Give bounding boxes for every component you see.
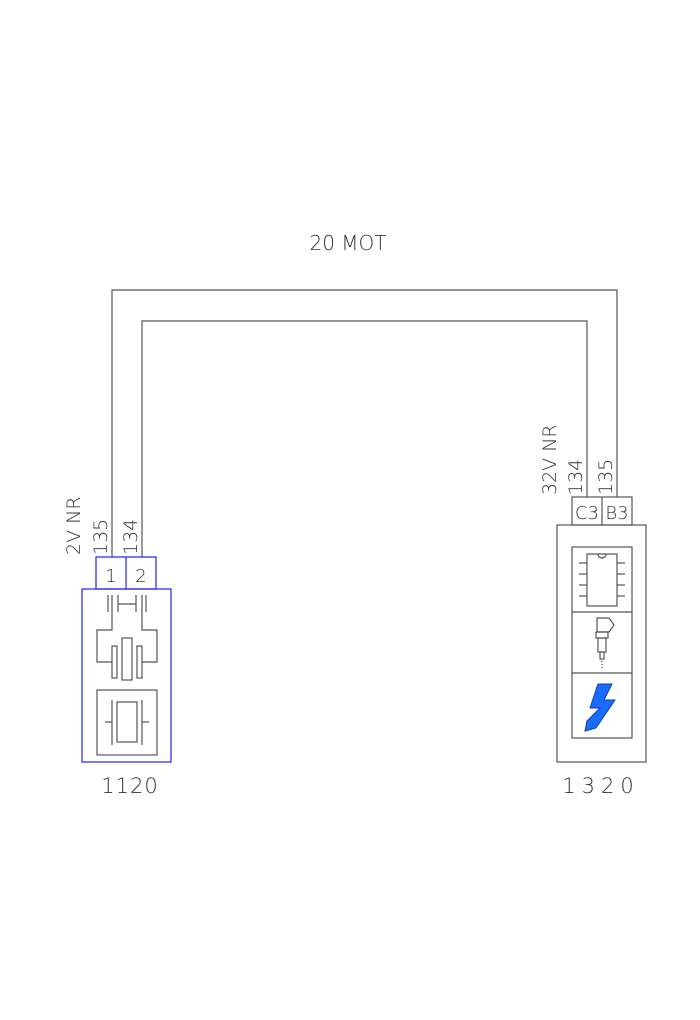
left-wire-label-1: 135 (90, 519, 112, 555)
right-pin-c3: C3 (575, 503, 599, 524)
wire-134 (141, 320, 588, 557)
crystal-icon (96, 612, 158, 681)
right-connector-body (556, 524, 647, 763)
injector-icon (595, 617, 615, 668)
harness-label: 20 MOT (309, 231, 386, 255)
left-connector-label: 2V NR (63, 496, 85, 555)
ic-chip-icon (579, 553, 625, 607)
right-connector-id: 1320 (562, 774, 639, 798)
capacitor-icon (107, 595, 147, 612)
right-wire-label-2: 135 (595, 459, 617, 495)
lightning-icon (584, 683, 616, 732)
connector-1320: 32V NR 134 135 C3 B3 1320 (539, 424, 647, 798)
left-connector-id: 1120 (101, 774, 158, 798)
right-pin-b3: B3 (605, 503, 628, 524)
left-wire-label-2: 134 (120, 519, 142, 555)
left-pin-2: 2 (135, 566, 146, 587)
left-connector-body (81, 588, 172, 763)
connector-1120: 2V NR 135 134 1 2 1120 (63, 496, 172, 798)
right-connector-label: 32V NR (539, 424, 561, 495)
right-wire-label-1: 134 (565, 459, 587, 495)
left-pin-1: 1 (105, 566, 116, 587)
wire-135 (111, 289, 618, 557)
resonator-icon (96, 689, 158, 756)
